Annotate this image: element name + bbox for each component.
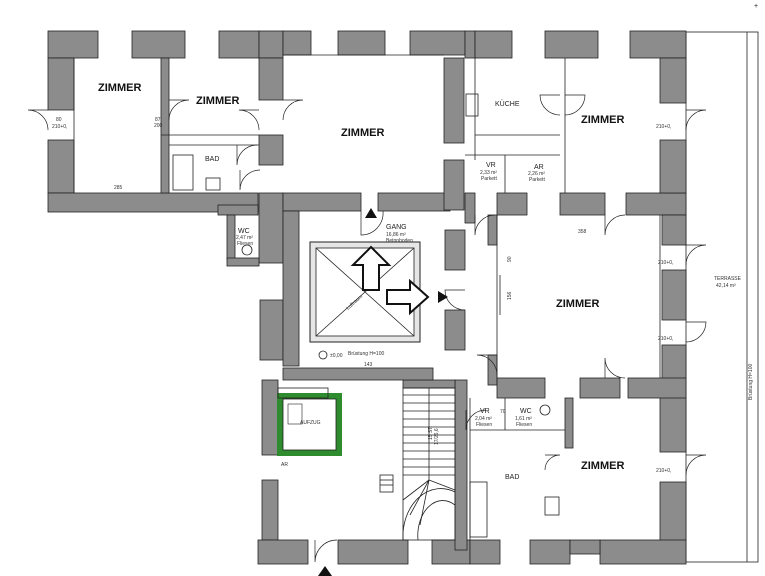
room-label-zimmer-4: ZIMMER bbox=[581, 114, 624, 126]
wc-2-name: WC bbox=[520, 408, 532, 415]
dim-143: 143 bbox=[364, 362, 373, 368]
entrance-triangle-icon-right bbox=[438, 291, 448, 303]
door-dim-87: 87 bbox=[155, 117, 161, 123]
door-dim-90: 90 bbox=[507, 256, 513, 262]
wc-1-name: WC bbox=[238, 228, 250, 235]
entrance-triangle-icon-top bbox=[365, 208, 377, 218]
wc-1-area: 2,47 m² bbox=[236, 235, 253, 241]
vr-2-area: 2,04 m² bbox=[475, 416, 492, 422]
terrace bbox=[685, 31, 759, 563]
dim-358: 358 bbox=[578, 229, 587, 235]
ar-1-floor: Parkett bbox=[529, 177, 545, 183]
vr-2-floor: Fliesen bbox=[476, 422, 492, 428]
room-label-zimmer-6: ZIMMER bbox=[581, 460, 624, 472]
wc-2-area: 1,61 m² bbox=[515, 416, 532, 422]
vr-1-floor: Parkett bbox=[481, 176, 497, 182]
room-label-zimmer-3: ZIMMER bbox=[341, 127, 384, 139]
room-label-aufzug: AUFZUG bbox=[300, 420, 321, 426]
gang-bruestung: Brüstung H=100 bbox=[348, 351, 384, 357]
room-label-zimmer-5: ZIMMER bbox=[556, 298, 599, 310]
stair-count-label: 15 ST. bbox=[428, 426, 434, 440]
window-label-4: 210+0, bbox=[658, 336, 673, 342]
right-outline-arrow-icon bbox=[386, 278, 430, 316]
stair-ratio-label: 17/26,6 bbox=[434, 428, 440, 445]
room-label-zimmer-2: ZIMMER bbox=[196, 95, 239, 107]
staircase bbox=[402, 387, 456, 541]
window-label-2: 210+0, bbox=[656, 124, 671, 130]
door-dim-80: 80 bbox=[56, 117, 62, 123]
vr-2-name: VR bbox=[480, 408, 490, 415]
gang-area: 16,86 m² bbox=[386, 232, 406, 238]
room-label-zimmer-1: ZIMMER bbox=[98, 82, 141, 94]
window-label-5: 210+0, bbox=[656, 468, 671, 474]
arrow-markers bbox=[318, 208, 448, 576]
wc-2-floor: Fliesen bbox=[516, 422, 532, 428]
ar-1-name: AR bbox=[534, 164, 544, 171]
terrasse-area: 42,14 m² bbox=[716, 283, 736, 289]
level-label: ±0,00 bbox=[330, 353, 343, 359]
interior-lines bbox=[73, 54, 661, 540]
ar-1-area: 2,26 m² bbox=[528, 171, 545, 177]
vr-1-area: 2,33 m² bbox=[480, 170, 497, 176]
door-dim-200: 200 bbox=[154, 123, 163, 129]
vr-1-name: VR bbox=[486, 162, 496, 169]
entrance-triangle-icon-bottom bbox=[318, 566, 332, 576]
gang-floor: Betonboden bbox=[386, 238, 413, 244]
room-label-ar-2: AR bbox=[281, 462, 288, 468]
room-label-bad-2: BAD bbox=[505, 474, 519, 481]
gang-name: GANG bbox=[386, 224, 407, 231]
dim-285-a: 285 bbox=[114, 185, 123, 191]
window-label-1: 210+0, bbox=[52, 124, 67, 130]
corner-plus-mark: + bbox=[754, 3, 758, 10]
doors bbox=[27, 94, 707, 563]
elevator bbox=[277, 387, 342, 456]
dim-156: 156 bbox=[507, 291, 513, 300]
terrasse-bruestung: Brüstung H=100 bbox=[748, 364, 754, 400]
terrasse-name: TERRASSE bbox=[714, 276, 742, 282]
up-outline-arrow-icon bbox=[350, 245, 392, 291]
room-label-bad-1: BAD bbox=[205, 156, 219, 163]
door-dim-70: 70 bbox=[500, 409, 506, 415]
wc-1-floor: Fliesen bbox=[237, 241, 253, 247]
window-label-3: 210+0, bbox=[658, 260, 673, 266]
room-label-kueche: KÜCHE bbox=[495, 100, 520, 108]
